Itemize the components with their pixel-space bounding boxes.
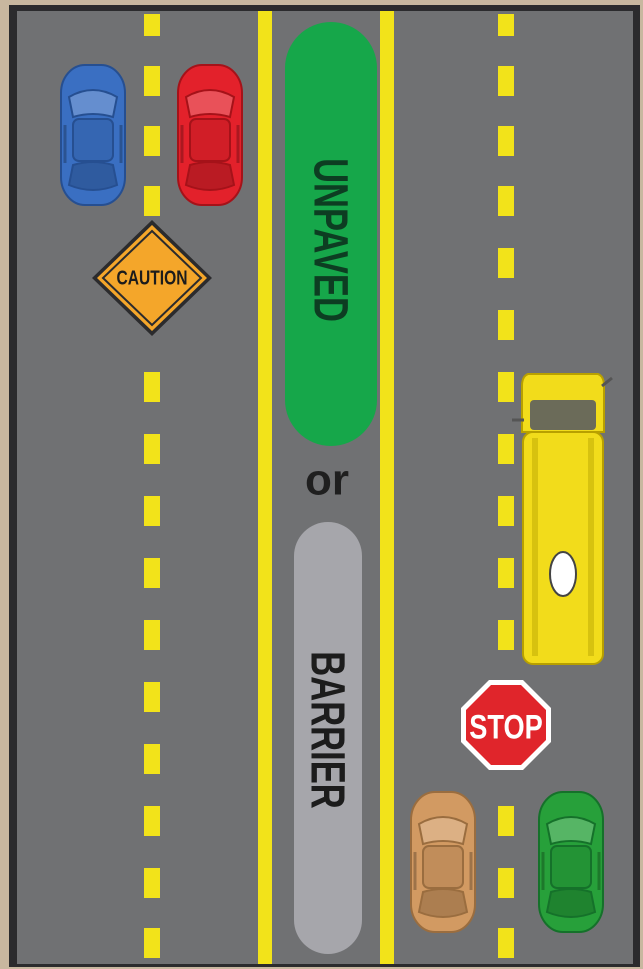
barrier-label: BARRIER bbox=[301, 651, 355, 808]
school-bus bbox=[512, 374, 612, 664]
unpaved-label: UNPAVED bbox=[304, 158, 358, 322]
blue-car bbox=[61, 65, 125, 205]
or-label: or bbox=[305, 456, 349, 505]
median-right-edge-line bbox=[380, 11, 394, 964]
bus-roof-hatch bbox=[550, 552, 576, 596]
median-left-edge-line bbox=[258, 11, 272, 964]
stop-sign-label: STOP bbox=[469, 708, 543, 747]
green-car bbox=[539, 792, 603, 932]
red-car bbox=[178, 65, 242, 205]
caution-sign-label: CAUTION bbox=[116, 267, 187, 289]
tan-car bbox=[411, 792, 475, 932]
